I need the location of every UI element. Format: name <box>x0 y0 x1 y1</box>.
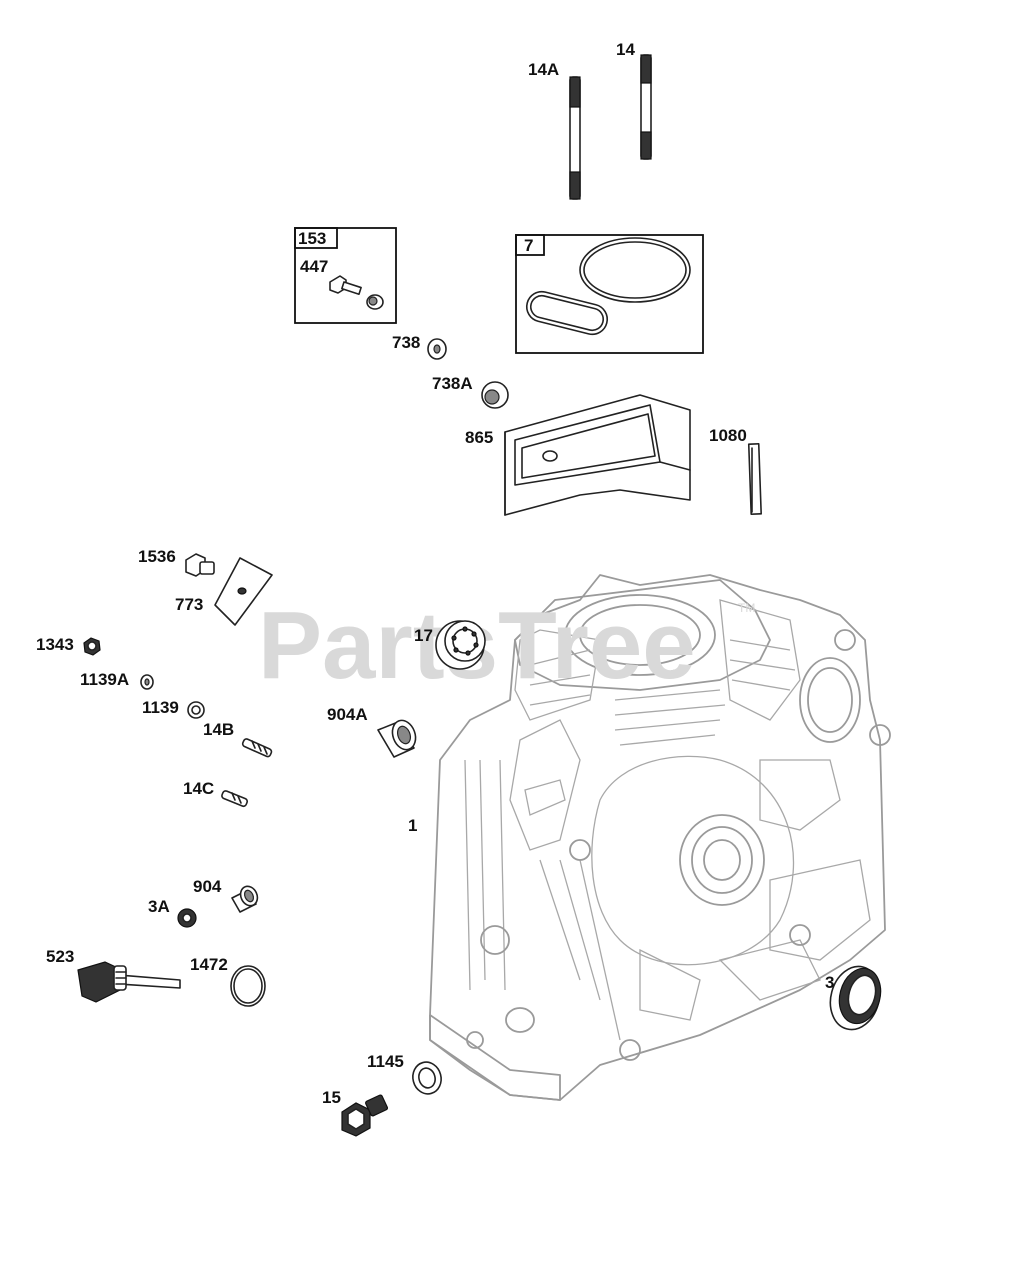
callout-1139: 1139 <box>142 698 179 717</box>
needle-bearing-904 <box>231 885 259 913</box>
callout-1: 1 <box>408 816 417 835</box>
watermark: PartsTree TM <box>258 592 755 699</box>
callout-738A: 738A <box>432 374 473 393</box>
kit-box-153 <box>294 227 397 324</box>
needle-bearing-904A <box>377 719 417 758</box>
air-guide-865 <box>504 394 691 516</box>
callout-1472: 1472 <box>190 955 228 974</box>
callout-17: 17 <box>414 626 433 645</box>
stud-14 <box>640 54 652 160</box>
crankcase-illustration <box>429 574 891 1101</box>
o-ring-1472 <box>230 965 266 1007</box>
callout-7: 7 <box>524 236 533 255</box>
callout-14C: 14C <box>183 779 214 798</box>
dowel-14B <box>241 738 273 758</box>
bolt-1536 <box>185 553 215 577</box>
gasket-kit-7 <box>515 234 704 354</box>
callout-1080: 1080 <box>709 426 747 445</box>
plate-773 <box>214 557 273 626</box>
callout-3: 3 <box>825 973 834 992</box>
washer-1139A <box>140 674 154 690</box>
washer-738 <box>427 338 447 360</box>
callout-14A: 14A <box>528 60 559 79</box>
callout-773: 773 <box>175 595 203 614</box>
callout-3A: 3A <box>148 897 170 916</box>
seal-3A <box>177 908 197 928</box>
callout-1145: 1145 <box>367 1052 404 1071</box>
dowel-14C <box>221 790 249 808</box>
callout-14: 14 <box>616 40 635 59</box>
callout-904A: 904A <box>327 705 368 724</box>
callout-15: 15 <box>322 1088 341 1107</box>
key-1080 <box>747 443 762 515</box>
callout-904: 904 <box>193 877 222 896</box>
callout-523: 523 <box>46 947 74 966</box>
plug-15 <box>341 1094 389 1137</box>
watermark-trademark: TM <box>738 601 755 615</box>
callout-738: 738 <box>392 333 420 352</box>
bearing-17 <box>435 620 486 670</box>
callout-1536: 1536 <box>138 547 176 566</box>
callout-153: 153 <box>298 229 326 248</box>
washer-1139 <box>187 701 205 719</box>
callout-865: 865 <box>465 428 493 447</box>
bushing-738A <box>481 381 509 409</box>
callout-14B: 14B <box>203 720 234 739</box>
callout-447: 447 <box>300 257 328 276</box>
oil-seal-3 <box>829 965 882 1031</box>
callout-labels: 14A 14 153 447 7 738 738A 865 1080 1536 … <box>36 40 834 1107</box>
nut-1343 <box>83 637 101 656</box>
stud-14A <box>569 76 581 200</box>
dipstick-523 <box>77 961 181 1003</box>
callout-1343: 1343 <box>36 635 74 654</box>
callout-1139A: 1139A <box>80 670 129 689</box>
washer-1145 <box>412 1061 442 1095</box>
